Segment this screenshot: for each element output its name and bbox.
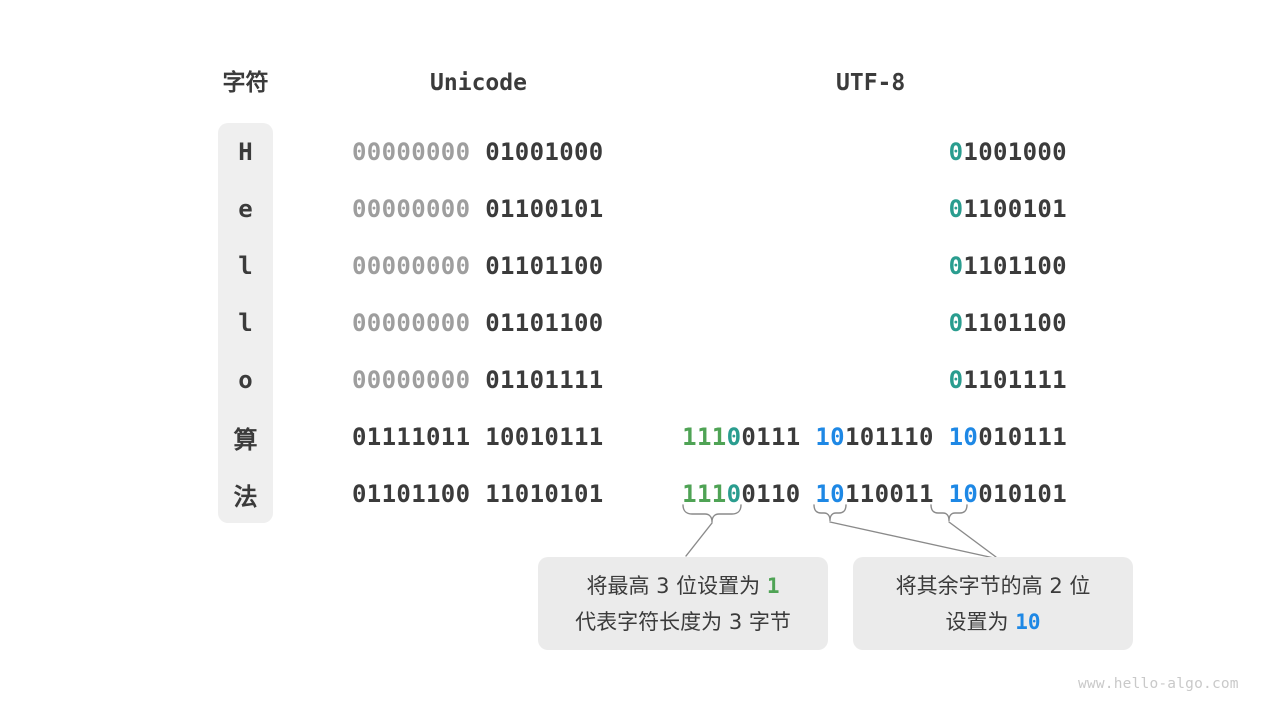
unicode-column-header: Unicode — [430, 70, 527, 96]
unicode-binary: 00000000 01100101 — [352, 194, 604, 223]
char-cell: 算 — [233, 425, 258, 454]
callout-leading-bits: 将最高 3 位设置为 1 代表字符长度为 3 字节 — [538, 557, 828, 650]
unicode-binary: 01101100 11010101 — [352, 480, 604, 509]
char-cell: o — [238, 365, 253, 394]
char-cell: e — [238, 194, 253, 223]
callout-line: 将其余字节的高 2 位 — [895, 573, 1091, 598]
callout-line: 将最高 3 位设置为 1 — [586, 573, 780, 598]
utf8-binary: 01101111 — [948, 365, 1067, 394]
unicode-binary: 00000000 01101100 — [352, 251, 604, 280]
utf8-binary: 01001000 — [948, 137, 1067, 166]
callout-line: 设置为 10 — [945, 609, 1041, 634]
char-cell: 法 — [233, 482, 258, 511]
callout-continuation-bits: 将其余字节的高 2 位 设置为 10 — [853, 557, 1133, 650]
unicode-binary: 00000000 01101111 — [352, 365, 604, 394]
utf8-binary: 01101100 — [948, 251, 1067, 280]
utf8-binary: 01101100 — [948, 308, 1067, 337]
utf8-binary: 11100110 10110011 10010101 — [682, 480, 1067, 509]
char-cell: l — [238, 251, 253, 280]
utf8-column: 01001000 01100101 01101100 01101100 0110… — [600, 123, 1067, 523]
callout-line: 代表字符长度为 3 字节 — [575, 609, 791, 634]
connector-line-mid — [829, 521, 995, 559]
char-cell: l — [238, 308, 253, 337]
char-column: H e l l o 算 法 — [218, 123, 273, 523]
char-column-background — [218, 123, 273, 523]
char-cell: H — [238, 137, 253, 166]
utf8-binary: 01100101 — [948, 194, 1067, 223]
unicode-binary: 01111011 10010111 — [352, 423, 604, 452]
unicode-binary: 00000000 01001000 — [352, 137, 604, 166]
watermark: www.hello-algo.com — [1078, 676, 1239, 692]
connector-line-right — [948, 521, 997, 558]
connector-line-left — [685, 522, 713, 557]
unicode-binary: 00000000 01101100 — [352, 308, 604, 337]
unicode-column: 00000000 01001000 00000000 01100101 0000… — [352, 123, 612, 523]
utf8-column-header: UTF-8 — [836, 70, 906, 96]
utf8-binary: 11100111 10101110 10010111 — [682, 423, 1067, 452]
char-column-header: 字符 — [222, 70, 269, 96]
